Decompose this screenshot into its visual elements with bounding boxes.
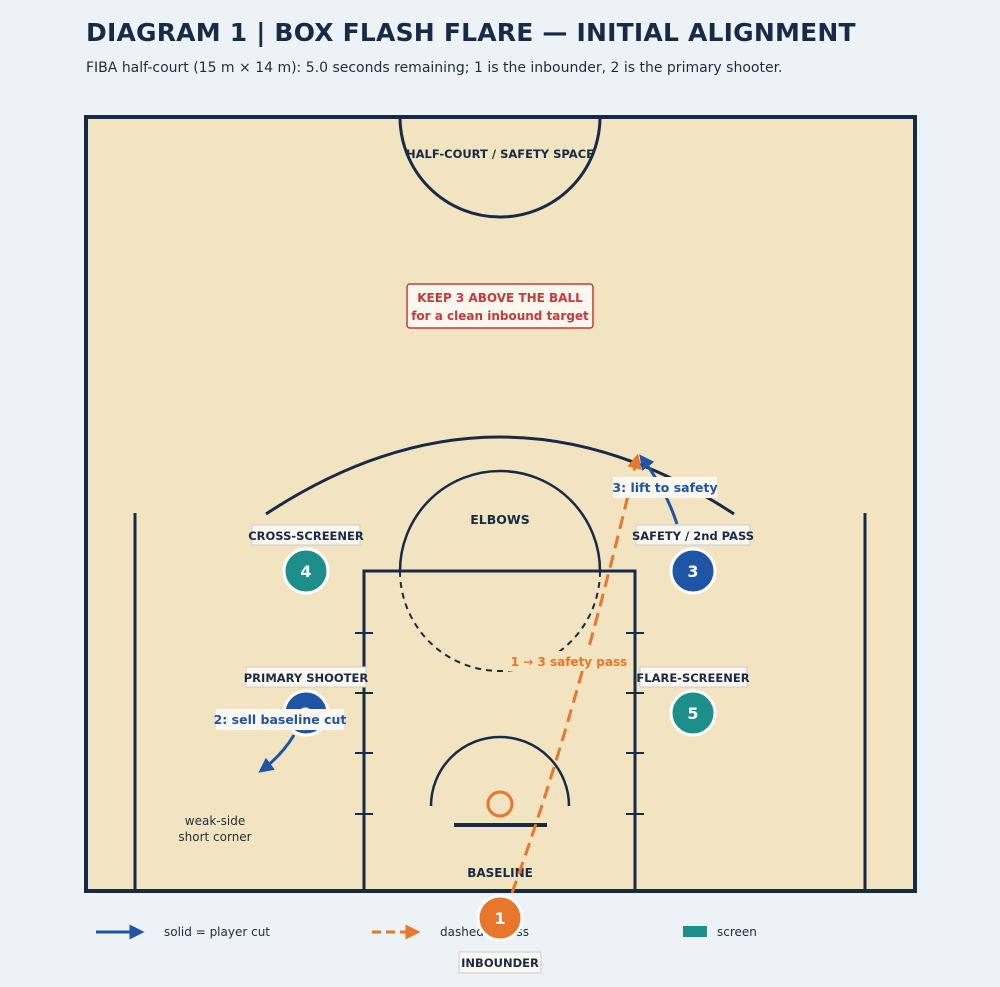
key — [362, 569, 637, 893]
diagram-title: DIAGRAM 1 | BOX FLASH FLARE — INITIAL AL… — [86, 18, 856, 47]
player-2-role-tag — [245, 666, 367, 688]
restricted-area-arc — [429, 735, 571, 807]
cut-2-arrow — [258, 734, 296, 773]
player-2-role: PRIMARY SHOOTER — [244, 671, 369, 685]
court — [84, 115, 917, 893]
baseline-label: BASELINE — [467, 866, 533, 880]
legend-screen-swatch — [683, 926, 707, 937]
halfcourt-label: HALF-COURT / SAFETY SPACE — [406, 147, 594, 161]
player-5-token — [669, 689, 717, 737]
player-4-number: 4 — [300, 562, 311, 581]
player-1-role: INBOUNDER — [461, 956, 539, 970]
player-1-role-tag — [458, 951, 542, 974]
cut-3-label-text: 3: lift to safety — [612, 480, 717, 495]
elbows-label: ELBOWS — [470, 512, 529, 527]
weak-side-label-line2: short corner — [178, 830, 251, 844]
pass-label: 1 → 3 safety pass — [507, 651, 630, 671]
player-3-token — [669, 547, 717, 595]
lane-marks — [355, 632, 644, 815]
player-5-role-tag — [639, 666, 748, 688]
cut-2-label: 2: sell baseline cut — [214, 709, 347, 730]
rim — [486, 790, 514, 818]
center-circle — [398, 116, 602, 219]
cut-2-label-text: 2: sell baseline cut — [214, 712, 347, 727]
legend-cut-label: solid = player cut — [164, 925, 270, 939]
legend-screen-label: screen — [717, 925, 757, 939]
player-4-role: CROSS-SCREENER — [248, 529, 364, 543]
player-4-role-tag — [251, 524, 361, 546]
player-5-role: FLARE-SCREENER — [636, 671, 749, 685]
player-3-number: 3 — [687, 562, 698, 581]
player-5: FLARE-SCREENER 5 — [636, 666, 750, 737]
pass-1-to-3-arrow — [510, 453, 642, 894]
pass-label-text: 1 → 3 safety pass — [511, 655, 628, 669]
player-1-number: 1 — [494, 909, 505, 928]
free-throw-circle-top — [398, 469, 602, 572]
weak-side-label-line1: weak-side — [185, 814, 245, 828]
diagram-subtitle: FIBA half-court (15 m × 14 m): 5.0 secon… — [86, 60, 783, 76]
cut-3-label: 3: lift to safety — [612, 477, 718, 498]
player-3: SAFETY / 2nd PASS 3 — [632, 524, 754, 595]
free-throw-circle-bottom — [399, 570, 601, 672]
keep-above-callout: KEEP 3 ABOVE THE BALL for a clean inboun… — [406, 283, 594, 329]
court-boundary — [84, 115, 917, 893]
callout-line1: KEEP 3 ABOVE THE BALL — [417, 291, 583, 305]
callout-line2: for a clean inbound target — [411, 309, 589, 323]
player-1: 1 INBOUNDER — [458, 894, 542, 974]
player-4: CROSS-SCREENER 4 — [248, 524, 364, 595]
player-3-role: SAFETY / 2nd PASS — [632, 529, 754, 543]
player-4-token — [282, 547, 330, 595]
player-3-role-tag — [635, 524, 751, 546]
legend: solid = player cut dashed = pass screen — [96, 924, 757, 940]
player-1-token — [476, 894, 524, 942]
player-5-number: 5 — [687, 704, 698, 723]
